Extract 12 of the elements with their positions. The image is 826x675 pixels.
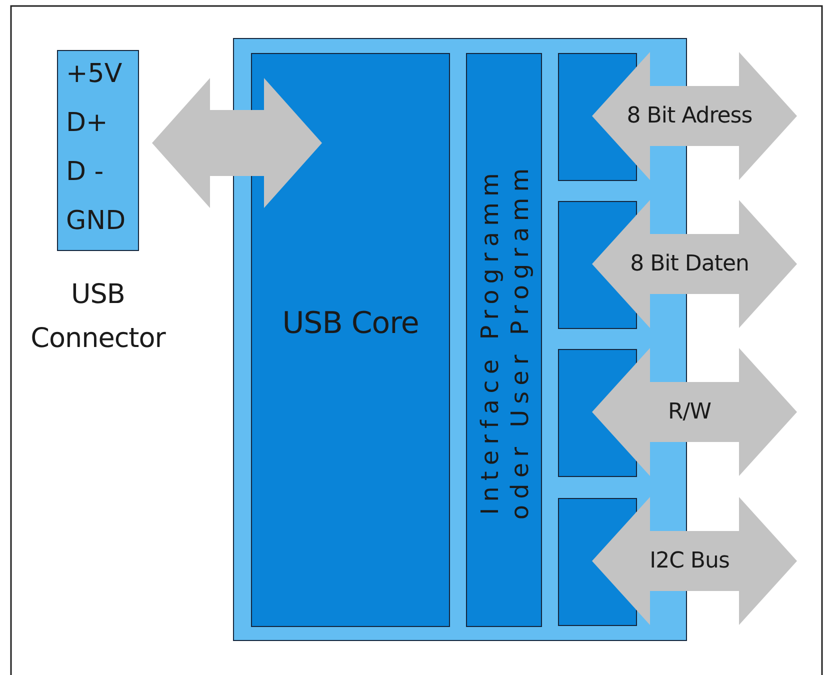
program-box xyxy=(466,53,542,627)
double-arrow xyxy=(152,78,322,208)
connector-caption: USB Connector xyxy=(30,278,167,356)
pin-label: GND xyxy=(66,205,126,238)
pin-label: D+ xyxy=(66,107,108,140)
connector-box xyxy=(57,50,139,251)
pin-label: D - xyxy=(66,156,104,189)
core-box xyxy=(251,53,450,627)
pin-label: +5V xyxy=(66,58,122,91)
core-label: USB Core xyxy=(281,306,420,341)
double-arrow xyxy=(592,348,797,476)
program-label: Interface Programm oder User Programm xyxy=(475,161,535,522)
